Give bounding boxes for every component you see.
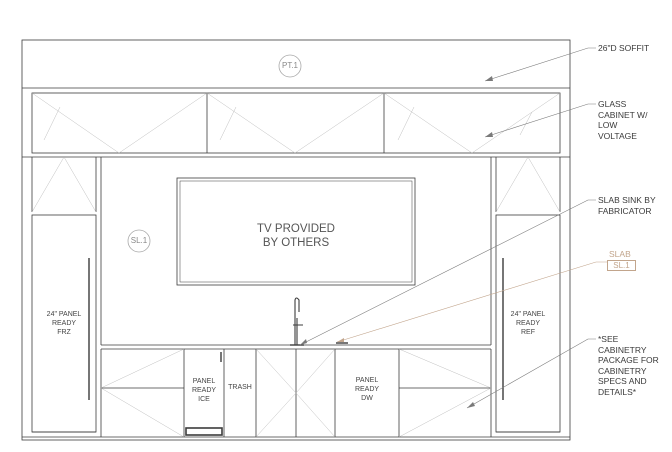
- see-callout-line: CABINETRY: [598, 365, 647, 376]
- ice-grille: [185, 427, 223, 436]
- freezer-label-line: READY: [51, 320, 77, 327]
- dishwasher-label-line: DW: [361, 395, 373, 402]
- slab-callout-title: SLAB: [609, 249, 631, 259]
- ice-label-line: ICE: [198, 396, 210, 403]
- glass-callout-line: VOLTAGE: [598, 130, 637, 141]
- ice-label-line: PANEL: [192, 378, 216, 385]
- see-callout-line: CABINETRY: [598, 344, 647, 355]
- see-callout-line: SPECS AND: [598, 376, 647, 386]
- dishwasher-label: PANEL READY DW: [335, 376, 399, 403]
- fridge-label-line: REF: [521, 329, 535, 336]
- ice-label-line: READY: [191, 387, 217, 394]
- dishwasher-label-line: PANEL: [355, 377, 379, 384]
- see-leader: [466, 338, 596, 409]
- fridge-label-line: 24" PANEL: [510, 311, 546, 318]
- dishwasher-label-line: READY: [354, 386, 380, 393]
- faucet: [293, 297, 303, 345]
- soffit-callout: 26"D SOFFIT: [598, 43, 650, 53]
- glass-callout-line: LOW: [598, 120, 618, 130]
- freezer-label: 24" PANEL READY FRZ: [32, 310, 96, 337]
- freezer-label-line: 24" PANEL: [46, 311, 82, 318]
- tv-outline: [176, 177, 416, 286]
- sink-callout-line: SLAB SINK BY: [598, 195, 656, 205]
- glass-cabinet-band: [31, 92, 561, 154]
- tv-label-line2: BY OTHERS: [262, 237, 330, 249]
- fridge-label: 24" PANEL READY REF: [496, 310, 560, 337]
- paint-tag-circle: [278, 54, 302, 78]
- trash-label: TRASH: [228, 384, 252, 391]
- glass-callout-line: GLASS: [598, 99, 627, 109]
- slab-callout-code: SL.1: [607, 260, 636, 271]
- see-callout-line: DETAILS*: [598, 386, 637, 397]
- sink-callout-line: FABRICATOR: [598, 205, 652, 216]
- fridge-label-line: READY: [515, 320, 541, 327]
- tv-label: TV PROVIDED BY OTHERS: [230, 222, 362, 250]
- ice-label: PANEL READY ICE: [184, 377, 224, 404]
- slab-tag-circle: [127, 229, 151, 253]
- paint-tag: PT.1: [281, 61, 298, 70]
- glass-leader: [484, 103, 596, 138]
- see-callout-line: PACKAGE FOR: [598, 355, 659, 365]
- outer-frame: [21, 39, 571, 441]
- soffit-leader: [484, 47, 596, 82]
- tv-label-line1: TV PROVIDED: [257, 223, 335, 235]
- glass-callout-line: CABINET W/: [598, 109, 648, 120]
- see-callout: *SEE CABINETRY PACKAGE FOR CABINETRY SPE…: [598, 334, 670, 397]
- sink-leader: [299, 199, 596, 346]
- glass-callout: GLASS CABINET W/ LOW VOLTAGE: [598, 99, 670, 141]
- freezer-label-line: FRZ: [57, 329, 71, 336]
- sink-callout: SLAB SINK BY FABRICATOR: [598, 195, 670, 216]
- slab-leader: [336, 261, 607, 343]
- slab-tag: SL.1: [130, 236, 148, 245]
- see-callout-line: *SEE: [598, 334, 619, 344]
